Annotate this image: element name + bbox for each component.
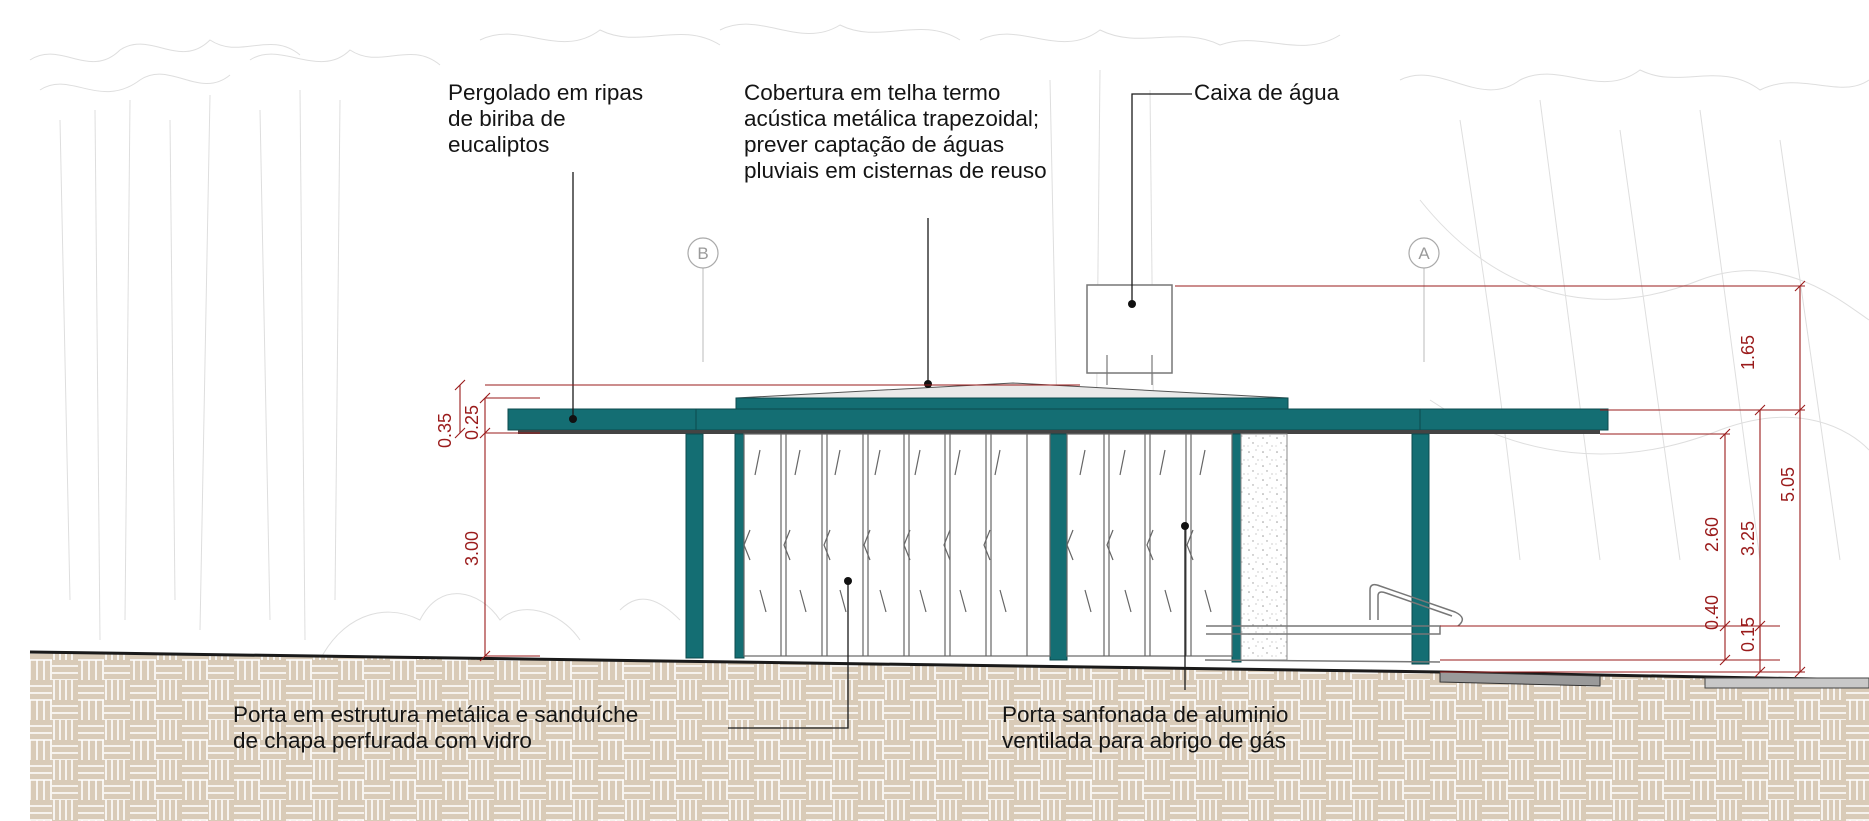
column-3 [1049,433,1068,661]
dim-035: 0.35 [435,413,455,448]
door-panels-left [743,433,1051,657]
dim-015: 0.15 [1738,617,1758,652]
leader-dots [569,300,1189,585]
door-panels-right [1066,433,1233,657]
label-porta-sanfonada: Porta sanfonada de aluminio ventilada pa… [1002,702,1289,753]
dim-325: 3.25 [1738,521,1758,556]
roof [507,382,1609,434]
label-caixa-agua: Caixa de água [1194,80,1340,105]
axis-a: A [1408,237,1440,362]
dimension-lines-left [454,379,1080,662]
column-4 [1231,433,1242,663]
dim-040: 0.40 [1702,595,1722,630]
axis-b: B [687,237,719,362]
dim-260: 2.60 [1702,517,1722,552]
masonry-wall [1240,433,1288,661]
sidewalk-pavers [1704,677,1869,689]
column-2 [734,433,745,659]
dim-300: 3.00 [462,531,482,566]
dim-165: 1.65 [1738,335,1758,370]
axis-b-label: B [697,244,708,263]
dimension-lines-right [1175,280,1806,678]
label-pergolado: Pergolado em ripas de biriba de eucalipt… [448,80,644,157]
axis-a-label: A [1418,244,1430,263]
ground-section [30,652,1869,821]
column-1 [685,433,704,659]
access-ramp [1204,583,1464,663]
label-porta-metalica: Porta em estrutura metálica e sanduíche … [233,702,639,753]
dim-505: 5.05 [1778,467,1798,502]
dim-025: 0.25 [462,405,482,440]
column-5 [1411,433,1430,665]
water-tank [1086,284,1173,385]
sidewalk-strip [1439,671,1601,687]
label-cobertura: Cobertura em telha termo acústica metáli… [744,80,1047,183]
annotation-leaders [572,93,1192,729]
